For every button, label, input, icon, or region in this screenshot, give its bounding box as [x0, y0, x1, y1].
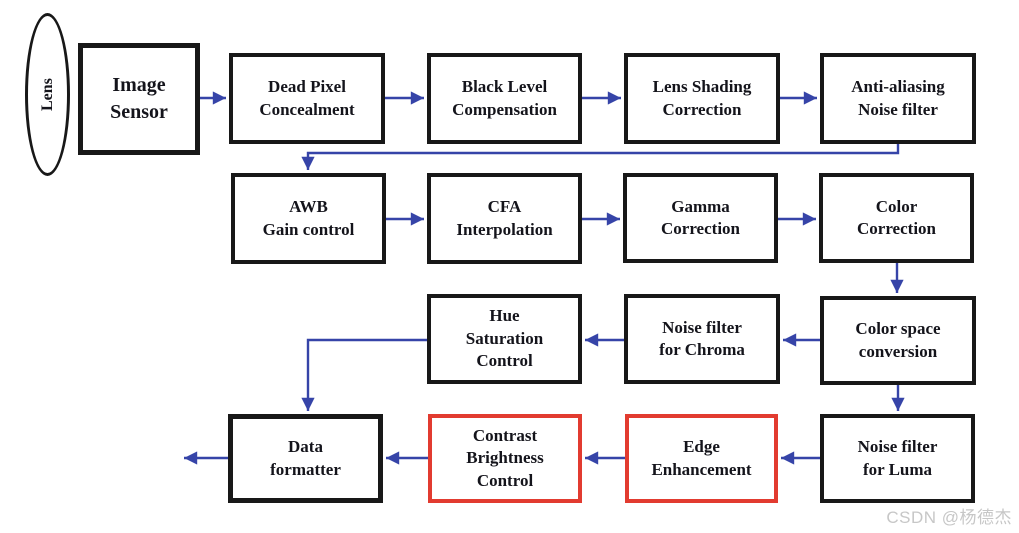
node-color-correction: Color Correction [819, 173, 974, 263]
node-gamma-correction: Gamma Correction [623, 173, 778, 263]
node-lens-shading-label: Lens Shading Correction [652, 77, 752, 119]
node-cfa-label: CFA Interpolation [456, 197, 553, 239]
node-data-formatter: Data formatter [228, 414, 383, 503]
node-edge-enhancement: Edge Enhancement [625, 414, 778, 503]
node-hue-saturation-control: Hue Saturation Control [427, 294, 582, 384]
arrow-huesaturation-to-dataformatter [301, 338, 427, 411]
node-color-space-conversion: Color space conversion [820, 296, 976, 385]
node-cfa-interpolation: CFA Interpolation [427, 173, 582, 264]
node-noise-filter-luma: Noise filter for Luma [820, 414, 975, 503]
node-lens-label: Lens [38, 78, 56, 111]
node-color-space-label: Color space conversion [855, 319, 941, 361]
node-hue-saturation-label: Hue Saturation Control [465, 306, 544, 371]
node-dead-pixel-concealment: Dead Pixel Concealment [229, 53, 385, 144]
node-noise-filter-chroma: Noise filter for Chroma [624, 294, 780, 384]
node-lens: Lens [25, 13, 70, 176]
node-image-sensor-label: Image Sensor [110, 74, 168, 123]
node-anti-aliasing-noise-filter: Anti-aliasing Noise filter [820, 53, 976, 144]
node-gamma-label: Gamma Correction [661, 196, 740, 238]
node-awb-label: AWB Gain control [262, 197, 355, 239]
node-data-formatter-label: Data formatter [270, 437, 341, 479]
node-awb-gain-control: AWB Gain control [231, 173, 386, 264]
node-color-correction-label: Color Correction [857, 196, 936, 238]
arrow-antialiasing-to-awb [301, 144, 900, 170]
node-black-level-compensation: Black Level Compensation [427, 53, 582, 144]
node-contrast-brightness-control: Contrast Brightness Control [428, 414, 582, 503]
node-lens-shading-correction: Lens Shading Correction [624, 53, 780, 144]
csdn-watermark: CSDN @杨德杰 [886, 508, 1012, 527]
node-contrast-brightness-label: Contrast Brightness Control [466, 425, 544, 490]
node-anti-aliasing-label: Anti-aliasing Noise filter [851, 77, 945, 119]
node-edge-enhancement-label: Edge Enhancement [651, 437, 752, 479]
node-image-sensor: Image Sensor [78, 43, 200, 155]
node-dead-pixel-label: Dead Pixel Concealment [259, 77, 355, 119]
node-noise-chroma-label: Noise filter for Chroma [659, 317, 745, 359]
node-noise-luma-label: Noise filter for Luma [857, 437, 938, 479]
node-black-level-label: Black Level Compensation [452, 77, 557, 119]
